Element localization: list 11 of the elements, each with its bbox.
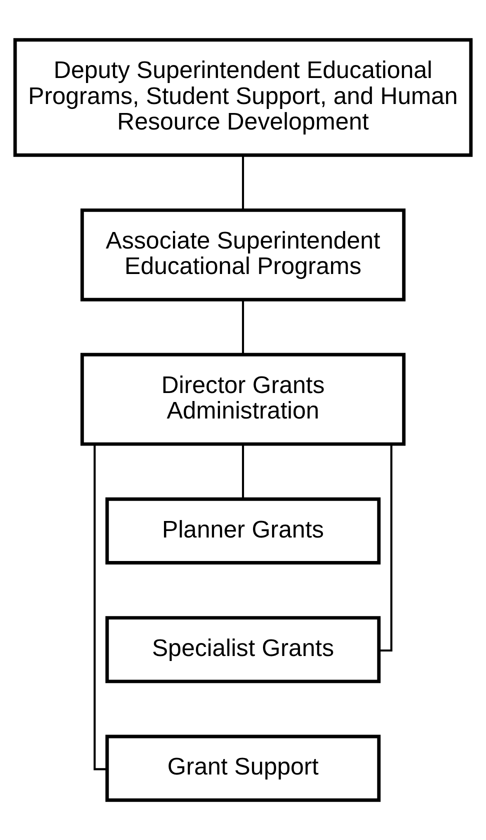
node-box: Director Grants Administration <box>80 352 406 446</box>
node-box: Deputy Superintendent Educational Programs, Student Support, and Human Resource Development <box>13 38 473 157</box>
node-box: Specialist Grants <box>105 616 381 684</box>
node-box: Associate Superintendent Educational Programs <box>80 208 406 302</box>
node-box: Grant Support <box>105 734 381 802</box>
node-box: Planner Grants <box>105 497 381 564</box>
connector <box>242 155 244 210</box>
connector <box>242 300 244 354</box>
connector <box>379 444 392 652</box>
connector <box>242 444 244 499</box>
connector <box>94 444 107 770</box>
